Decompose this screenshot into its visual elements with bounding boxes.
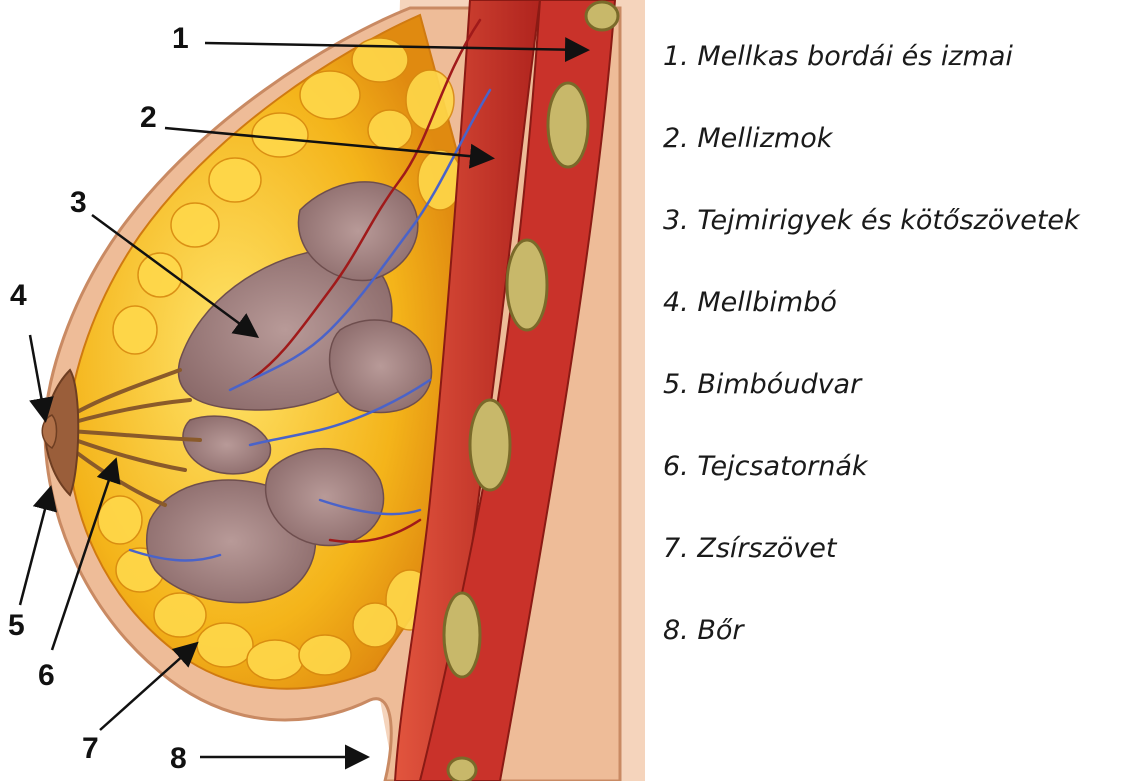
marker-4: 4 (10, 279, 27, 312)
legend-list: 1. Mellkas bordái és izmai 2. Mellizmok … (663, 34, 1080, 690)
legend-item-1: 1. Mellkas bordái és izmai (663, 34, 1080, 116)
leader-line-5 (20, 490, 50, 605)
marker-5: 5 (8, 609, 25, 642)
legend-item-2: 2. Mellizmok (663, 116, 1080, 198)
marker-7: 7 (82, 732, 99, 765)
legend-item-6: 6. Tejcsatornák (663, 444, 1080, 526)
legend-item-7: 7. Zsírszövet (663, 526, 1080, 608)
legend-item-4: 4. Mellbimbó (663, 280, 1080, 362)
marker-2: 2 (140, 101, 157, 134)
marker-6: 6 (38, 659, 55, 692)
legend-item-3: 3. Tejmirigyek és kötőszövetek (663, 198, 1080, 280)
marker-3: 3 (70, 186, 87, 219)
legend-item-8: 8. Bőr (663, 608, 1080, 690)
leader-line-4 (30, 335, 45, 418)
marker-1: 1 (172, 22, 189, 55)
legend-item-5: 5. Bimbóudvar (663, 362, 1080, 444)
marker-8: 8 (170, 742, 187, 775)
